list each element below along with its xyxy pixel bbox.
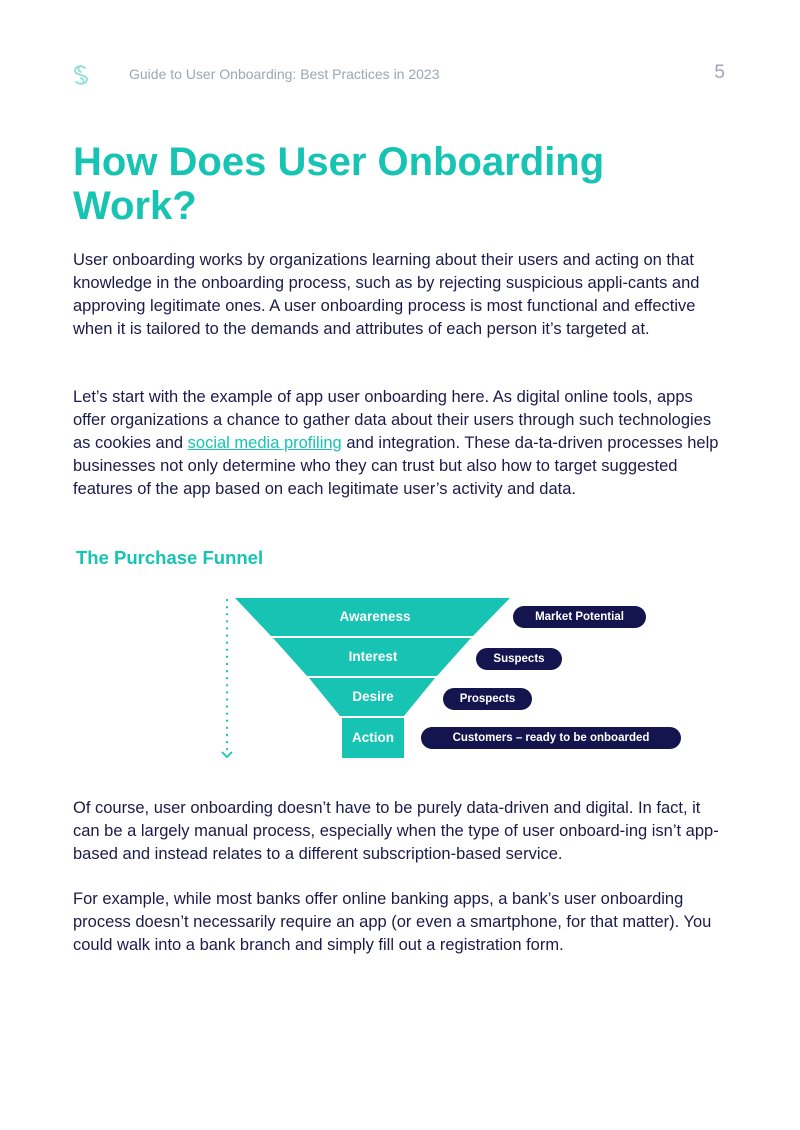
funnel-stage-action — [342, 718, 404, 758]
stage-label-interest: Interest — [348, 649, 398, 664]
funnel-stage-awareness — [235, 598, 510, 636]
social-media-profiling-link[interactable]: social media profiling — [187, 434, 342, 452]
running-title: Guide to User Onboarding: Best Practices… — [129, 66, 440, 82]
paragraph-2: Let’s start with the example of app user… — [73, 386, 727, 501]
stage-label-action: Action — [352, 730, 394, 745]
paragraph-3: Of course, user onboarding doesn’t have … — [73, 799, 719, 863]
page-header: Guide to User Onboarding: Best Practices… — [72, 62, 728, 90]
funnel-stage-desire — [309, 678, 435, 716]
tag-market-potential: Market Potential — [513, 606, 646, 628]
logo-icon — [74, 65, 88, 85]
stage-label-desire: Desire — [352, 689, 394, 704]
stage-label-awareness: Awareness — [339, 609, 411, 624]
tag-customers: Customers – ready to be onboarded — [421, 727, 681, 749]
tag-prospects: Prospects — [443, 688, 532, 710]
page-number: 5 — [714, 62, 725, 83]
page-title: How Does User Onboarding Work? — [73, 140, 605, 228]
paragraph-2-text-start: Let’s start with the example of app user… — [73, 388, 712, 452]
tag-suspects: Suspects — [476, 648, 562, 670]
chevron-down-icon — [221, 751, 233, 759]
paragraph-1: User onboarding works by organizations l… — [73, 251, 700, 338]
paragraph-4: For example, while most banks offer onli… — [73, 890, 712, 954]
funnel-stage-interest — [273, 638, 471, 676]
paragraph-2-text-end: and integration. These da-ta-driven proc… — [73, 434, 719, 498]
funnel-title: The Purchase Funnel — [76, 547, 264, 568]
purchase-funnel-diagram — [221, 598, 510, 759]
